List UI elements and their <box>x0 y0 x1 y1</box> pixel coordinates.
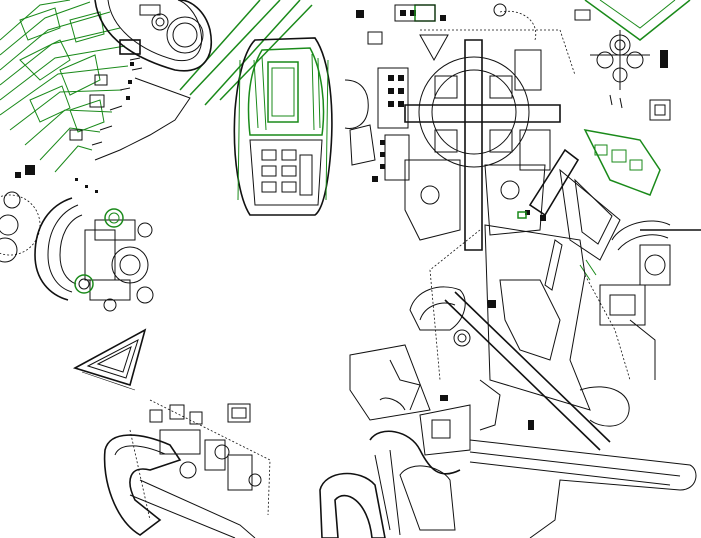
stadium-oval-center <box>233 37 333 216</box>
complex-bottom-left <box>103 399 271 538</box>
garden-fan-top-left <box>0 0 313 193</box>
grid-city-center <box>344 3 576 251</box>
cluster-right <box>517 0 701 380</box>
arena-left <box>0 165 154 312</box>
rotunda-top <box>94 0 212 72</box>
triangle-monument <box>72 328 147 391</box>
modern-blocks-lower <box>319 224 697 538</box>
